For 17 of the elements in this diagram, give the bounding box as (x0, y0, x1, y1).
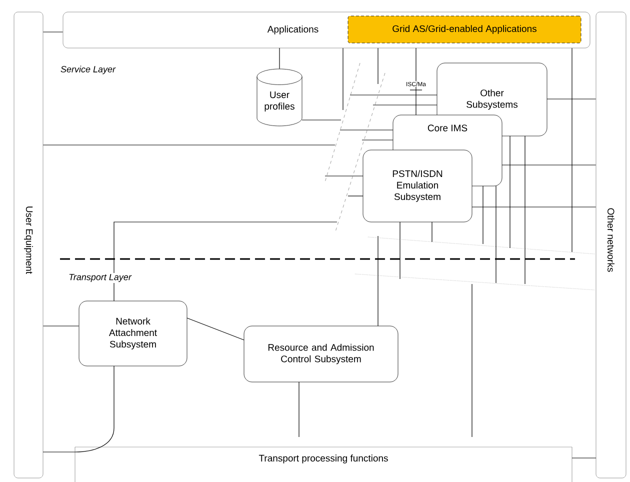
subsystem-box: Network Attachment Subsystem (78, 300, 188, 366)
database-cylinder: User profiles (256, 68, 302, 126)
connector-line (502, 164, 596, 166)
connector-line (546, 98, 596, 100)
side-bar: User Equipment (14, 12, 44, 478)
subsystem-box: Resource and Admission Control Subsystem (244, 326, 398, 382)
connector-line (279, 48, 280, 70)
connector-line (186, 318, 244, 340)
subsystem-box: PSTN/ISDN Emulation Subsystem (362, 150, 472, 222)
connector-line (74, 366, 114, 452)
highlighted-box: Grid AS/Grid-enabled Applications (348, 16, 582, 44)
layer-label: Transport Layer (68, 272, 132, 284)
connector-line (472, 206, 596, 208)
function-box: Transport processing functions (74, 446, 572, 482)
layer-label: Service Layer (60, 64, 117, 76)
side-bar: Other networks (596, 12, 626, 478)
connector-line (298, 382, 300, 438)
